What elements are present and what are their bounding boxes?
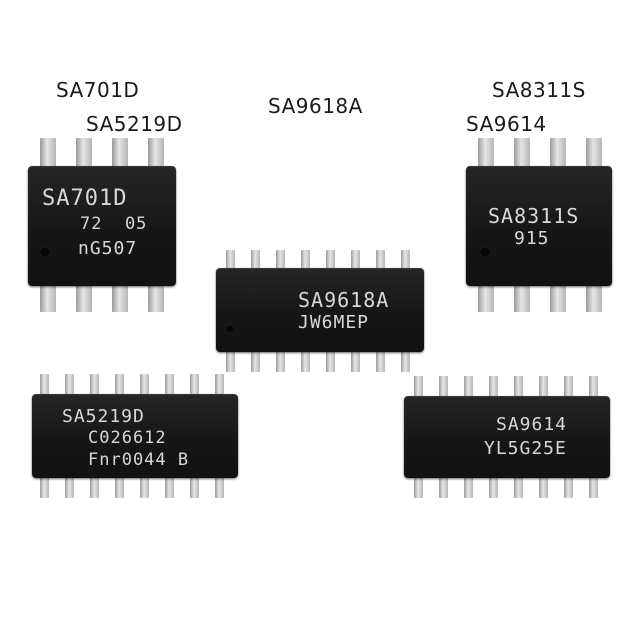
chip-sa701d: SA701D 72 05 nG507 <box>28 138 178 316</box>
pin <box>586 282 602 312</box>
chip-body: SA9618A JW6MEP <box>216 268 424 352</box>
pin <box>90 374 99 398</box>
pin <box>589 376 598 400</box>
pin <box>514 282 530 312</box>
chip-sa5219d: SA5219D C026612 Fnr0044 B <box>32 374 242 502</box>
pin <box>165 474 174 498</box>
pin <box>478 138 494 170</box>
pin <box>190 474 199 498</box>
caption-sa5219d: SA5219D <box>86 112 183 136</box>
marking-line2: C026612 <box>88 428 167 448</box>
pin <box>76 282 92 312</box>
pin <box>439 376 448 400</box>
pin <box>115 374 124 398</box>
pin <box>148 138 164 170</box>
pin <box>514 138 530 170</box>
chip-sa9618a: SA9618A JW6MEP <box>216 250 426 376</box>
chip-body: SA9614 YL5G25E <box>404 396 610 478</box>
pin <box>414 376 423 400</box>
pin <box>414 474 423 498</box>
caption-sa9614: SA9614 <box>466 112 547 136</box>
pin <box>90 474 99 498</box>
caption-sa8311s: SA8311S <box>492 78 586 102</box>
pin <box>586 138 602 170</box>
pin <box>401 348 410 372</box>
pin <box>514 376 523 400</box>
pin <box>76 138 92 170</box>
pin <box>514 474 523 498</box>
pin <box>190 374 199 398</box>
pin <box>301 348 310 372</box>
pin <box>112 138 128 170</box>
pin <box>539 376 548 400</box>
chip-body: SA701D 72 05 nG507 <box>28 166 176 286</box>
pin <box>40 138 56 170</box>
pin <box>301 250 310 272</box>
pin <box>478 282 494 312</box>
marking-line1: SA8311S <box>488 204 580 228</box>
marking-line1: SA9614 <box>496 414 568 435</box>
pin <box>165 374 174 398</box>
pin <box>115 474 124 498</box>
chip-sa9614: SA9614 YL5G25E <box>404 376 614 502</box>
pin <box>140 374 149 398</box>
pin <box>564 474 573 498</box>
pin1-dot <box>40 246 50 256</box>
marking-line2: YL5G25E <box>484 438 567 459</box>
pin <box>226 348 235 372</box>
marking-line1: SA701D <box>42 186 128 211</box>
marking-line2: 72 05 <box>80 214 148 234</box>
pin <box>489 474 498 498</box>
pin <box>215 474 224 498</box>
marking-line3: Fnr0044 B <box>88 450 190 470</box>
pin1-dot <box>226 324 234 332</box>
pin <box>401 250 410 272</box>
marking-line2: JW6MEP <box>298 312 370 333</box>
pin <box>351 250 360 272</box>
pin <box>112 282 128 312</box>
pin <box>326 348 335 372</box>
pin <box>215 374 224 398</box>
pin <box>564 376 573 400</box>
pin <box>226 250 235 272</box>
chip-body: SA5219D C026612 Fnr0044 B <box>32 394 238 478</box>
pin <box>276 250 285 272</box>
pin <box>326 250 335 272</box>
pin <box>65 474 74 498</box>
marking-line2: 915 <box>514 228 550 249</box>
pin <box>589 474 598 498</box>
pin <box>439 474 448 498</box>
chip-body: SA8311S 915 <box>466 166 612 286</box>
pin <box>351 348 360 372</box>
marking-line1: SA9618A <box>298 288 390 312</box>
pin <box>251 348 260 372</box>
marking-line3: nG507 <box>78 238 138 259</box>
pin <box>40 282 56 312</box>
pin <box>550 282 566 312</box>
pin <box>148 282 164 312</box>
pin <box>376 250 385 272</box>
pin <box>464 474 473 498</box>
pin <box>376 348 385 372</box>
pin <box>550 138 566 170</box>
pin <box>140 474 149 498</box>
pin <box>464 376 473 400</box>
caption-sa701d: SA701D <box>56 78 140 102</box>
chip-sa8311s: SA8311S 915 <box>466 138 616 316</box>
pin <box>65 374 74 398</box>
pin1-dot <box>480 246 490 256</box>
marking-line1: SA5219D <box>62 406 145 427</box>
pin <box>40 474 49 498</box>
pin <box>251 250 260 272</box>
pin <box>539 474 548 498</box>
caption-sa9618a: SA9618A <box>268 94 363 118</box>
pin <box>489 376 498 400</box>
pin <box>40 374 49 398</box>
pin <box>276 348 285 372</box>
